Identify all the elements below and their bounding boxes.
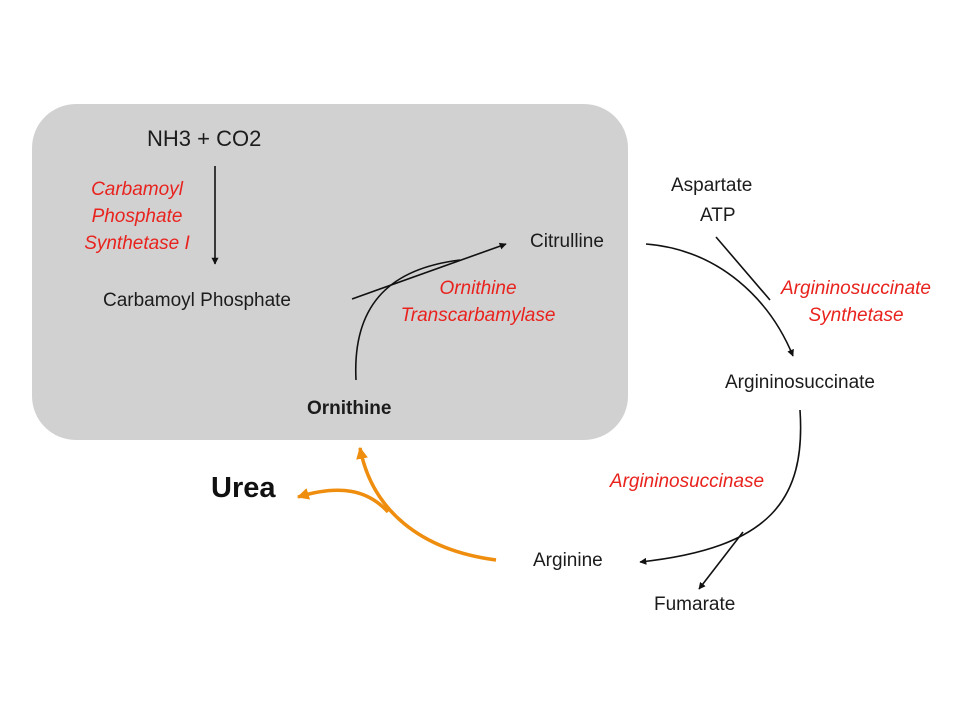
- label-fumarate: Fumarate: [654, 594, 736, 615]
- enzyme-ass-line-1: Argininosuccinate: [781, 278, 931, 299]
- label-atp: ATP: [700, 205, 736, 226]
- enzyme-asl: Argininosuccinase: [596, 468, 778, 495]
- enzyme-otc-line-2: Transcarbamylase: [400, 305, 556, 326]
- enzyme-asl-line-1: Argininosuccinase: [609, 471, 765, 492]
- label-reactants: NH3 + CO2: [147, 126, 262, 151]
- label-citrulline: Citrulline: [530, 231, 604, 252]
- arrow-fumarate-branch: [698, 531, 744, 590]
- label-aspartate: Aspartate: [671, 175, 753, 196]
- enzyme-cps1-line-3: Synthetase I: [84, 233, 190, 254]
- arrow-to-urea: [296, 488, 390, 514]
- arrow-aspartate-atp-input: [715, 236, 771, 301]
- arrow-carbamoyl-to-citrulline: [351, 242, 507, 300]
- label-urea: Urea: [211, 472, 276, 504]
- label-carbamoyl-phosphate: Carbamoyl Phosphate: [103, 290, 291, 311]
- arrow-arginine-to-ornithine: [356, 446, 497, 562]
- arrow-citrulline-to-argininosuccinate: [645, 243, 794, 357]
- mitochondria-region: [32, 104, 628, 440]
- arrow-ornithine-curve: [355, 259, 461, 381]
- label-arginine: Arginine: [533, 550, 603, 571]
- enzyme-cps1-line-2: Phosphate: [91, 206, 183, 227]
- label-argininosuccinate: Argininosuccinate: [725, 372, 875, 393]
- enzyme-ass-line-2: Synthetase: [808, 305, 904, 326]
- arrow-argininosuccinate-to-arginine: [639, 409, 802, 565]
- enzyme-cps1: Carbamoyl Phosphate Synthetase I: [74, 176, 200, 257]
- enzyme-otc: Ornithine Transcarbamylase: [388, 275, 568, 329]
- enzyme-cps1-line-1: Carbamoyl: [91, 179, 183, 200]
- enzyme-ass: Argininosuccinate Synthetase: [766, 275, 946, 329]
- enzyme-otc-line-1: Ornithine: [439, 278, 517, 299]
- label-ornithine: Ornithine: [307, 398, 392, 419]
